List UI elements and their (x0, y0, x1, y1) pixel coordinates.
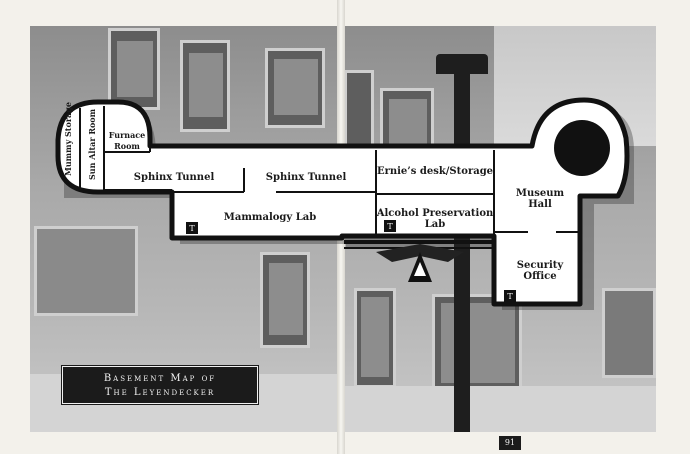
map-title-line-1: Basement Map of (103, 373, 217, 384)
elevator-marker-label: T (189, 224, 195, 233)
room-label-sun-altar-room: Sun Altar Room (87, 108, 97, 180)
map-title-plate: Basement Map of The Leyendecker (62, 366, 258, 404)
building-window (180, 40, 230, 132)
map-title-line-2: The Leyendecker (104, 387, 216, 398)
page-number: 91 (499, 436, 521, 450)
basement-outline (55, 97, 630, 307)
building-window (108, 28, 160, 110)
room-label-alcohol-lab-1: Alcohol Preservation (376, 208, 494, 219)
lamp-post-head (436, 54, 488, 74)
room-label-sphinx-tunnel-right: Sphinx Tunnel (266, 172, 347, 183)
room-label-sphinx-tunnel-left: Sphinx Tunnel (134, 172, 215, 183)
room-label-mummy-storage: Mummy Storage (63, 102, 73, 176)
room-label-mammalogy-lab: Mammalogy Lab (224, 212, 316, 223)
room-label-alcohol-lab-2: Lab (425, 219, 446, 230)
room-label-furnace-room-2: Room (114, 141, 140, 151)
elevator-markers (186, 220, 516, 302)
room-label-museum-hall-1: Museum (516, 188, 565, 199)
shop-door (260, 252, 310, 348)
elevator-marker-label: T (387, 222, 393, 231)
sidewalk (344, 386, 656, 432)
shop-window (34, 226, 138, 316)
shop-window (432, 294, 522, 390)
round-feature (554, 120, 610, 176)
building-window (265, 48, 325, 128)
room-label-furnace-room-1: Furnace (109, 130, 146, 140)
shop-window (602, 288, 656, 378)
room-label-museum-hall-2: Hall (528, 199, 552, 210)
room-label-security-office-1: Security (517, 260, 565, 271)
egyptian-ornament (344, 240, 494, 282)
room-label-security-office-2: Office (523, 271, 556, 282)
elevator-marker-label: T (507, 292, 513, 301)
room-label-ernies-desk: Ernie’s desk/Storage (377, 166, 493, 177)
interior-walls (79, 106, 580, 236)
